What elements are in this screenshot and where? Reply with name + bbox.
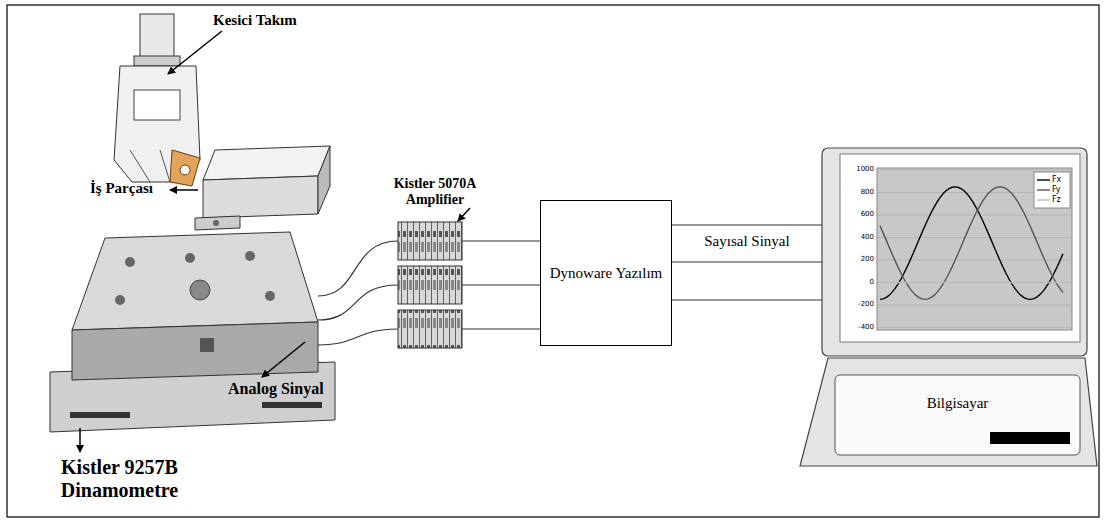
- legend-box: [1034, 172, 1070, 208]
- signal-wires-part: [318, 329, 398, 345]
- cutting-tool-part: [170, 150, 200, 186]
- legend-text: Fy: [1052, 185, 1061, 194]
- laptop-part: [877, 168, 1072, 330]
- legend-text: Fx: [1052, 175, 1061, 184]
- workpiece-part: [203, 146, 330, 180]
- dynamometer-part: [265, 291, 275, 301]
- grid-line: [877, 282, 1072, 283]
- leader-arrows-part: [262, 342, 305, 377]
- axis-tick: -200: [843, 300, 874, 308]
- connector: [672, 299, 822, 300]
- laptop-part: [840, 154, 1080, 342]
- laptop-part: [822, 148, 1087, 356]
- dynamometer: [50, 232, 335, 432]
- outer-border: [7, 5, 1099, 517]
- leader-arrows-part: [79, 428, 81, 452]
- dynamometer-part: [185, 253, 195, 263]
- axis-tick: 600: [843, 210, 874, 218]
- signal-wires-part: [462, 328, 540, 329]
- signal-wires-part: [318, 241, 398, 296]
- grid-line: [877, 170, 1072, 171]
- signal-wires: [318, 241, 540, 345]
- cutting-tool-part: [180, 165, 190, 175]
- force-curve: [880, 282, 1063, 283]
- leader-arrows-part: [458, 208, 470, 221]
- dynamometer-part: [200, 338, 214, 352]
- axis-tick: 1000: [843, 165, 874, 173]
- computer-node: Bilgisayar: [822, 148, 1087, 466]
- laptop-part: [800, 358, 1097, 466]
- signal-wires-part: [462, 240, 540, 241]
- legend-line: [1037, 199, 1050, 200]
- workpiece: [195, 146, 330, 230]
- dynamometer-part: [190, 280, 210, 300]
- dynamometer-part: [70, 412, 130, 418]
- legend-line: [1037, 189, 1050, 190]
- grid-line: [877, 260, 1072, 261]
- part-label: Kistler 5070A Amplifier: [375, 176, 495, 208]
- connector: [672, 261, 822, 262]
- amplifiers-part: [398, 222, 462, 260]
- node-text: Bilgisayar: [835, 395, 1080, 412]
- workpiece-part: [203, 176, 318, 218]
- cutting-tool: [114, 14, 200, 186]
- part-label: Analog Sinyal: [228, 380, 324, 398]
- amplifiers-part: [398, 310, 462, 348]
- signal-wires-part: [318, 285, 398, 320]
- connector: [672, 224, 822, 225]
- dynamometer-part: [125, 257, 135, 267]
- cutting-tool-part: [134, 90, 180, 120]
- legend-line: [1037, 179, 1050, 180]
- part-label: Kistler 9257B Dinamometre: [22, 456, 217, 502]
- axis-tick: 200: [843, 255, 874, 263]
- laptop-part: [835, 375, 1080, 455]
- grid-line: [877, 305, 1072, 306]
- axis-tick: 800: [843, 188, 874, 196]
- node-text: Dynoware Yazılım: [544, 265, 669, 282]
- dynamometer-part: [115, 295, 125, 305]
- axis-tick: -400: [843, 323, 874, 331]
- cutting-tool-part: [134, 56, 180, 66]
- cutting-tool-part: [140, 14, 174, 58]
- workpiece-part: [318, 146, 330, 214]
- legend-text: Fz: [1052, 195, 1061, 204]
- part-label: İş Parçası: [90, 180, 153, 197]
- axis-tick: 0: [843, 278, 874, 286]
- signal-wires-part: [462, 284, 540, 285]
- part-label: Kesici Takım: [213, 12, 297, 29]
- axis-tick: 400: [843, 233, 874, 241]
- amplifiers-part: [398, 266, 462, 304]
- dynamometer-part: [245, 251, 255, 261]
- process-box: Dynoware Yazılım: [540, 200, 672, 346]
- laptop: [800, 148, 1097, 466]
- dynamometer-part: [72, 322, 318, 380]
- leader-arrows-part: [168, 31, 222, 74]
- workpiece-part: [213, 220, 219, 226]
- cutting-tool-part: [130, 150, 170, 182]
- force-chart: [877, 170, 1072, 328]
- leader-arrows-part: [170, 189, 198, 191]
- dynamometer-part: [72, 232, 318, 330]
- dynamometer-part: [262, 402, 322, 408]
- laptop-part: [990, 432, 1070, 444]
- leader-arrows: [80, 31, 470, 452]
- workpiece-part: [195, 216, 240, 230]
- grid-line: [877, 237, 1072, 238]
- grid-line: [877, 327, 1072, 328]
- edge-label: Sayısal Sinyal: [702, 233, 791, 250]
- amplifiers: [398, 222, 462, 348]
